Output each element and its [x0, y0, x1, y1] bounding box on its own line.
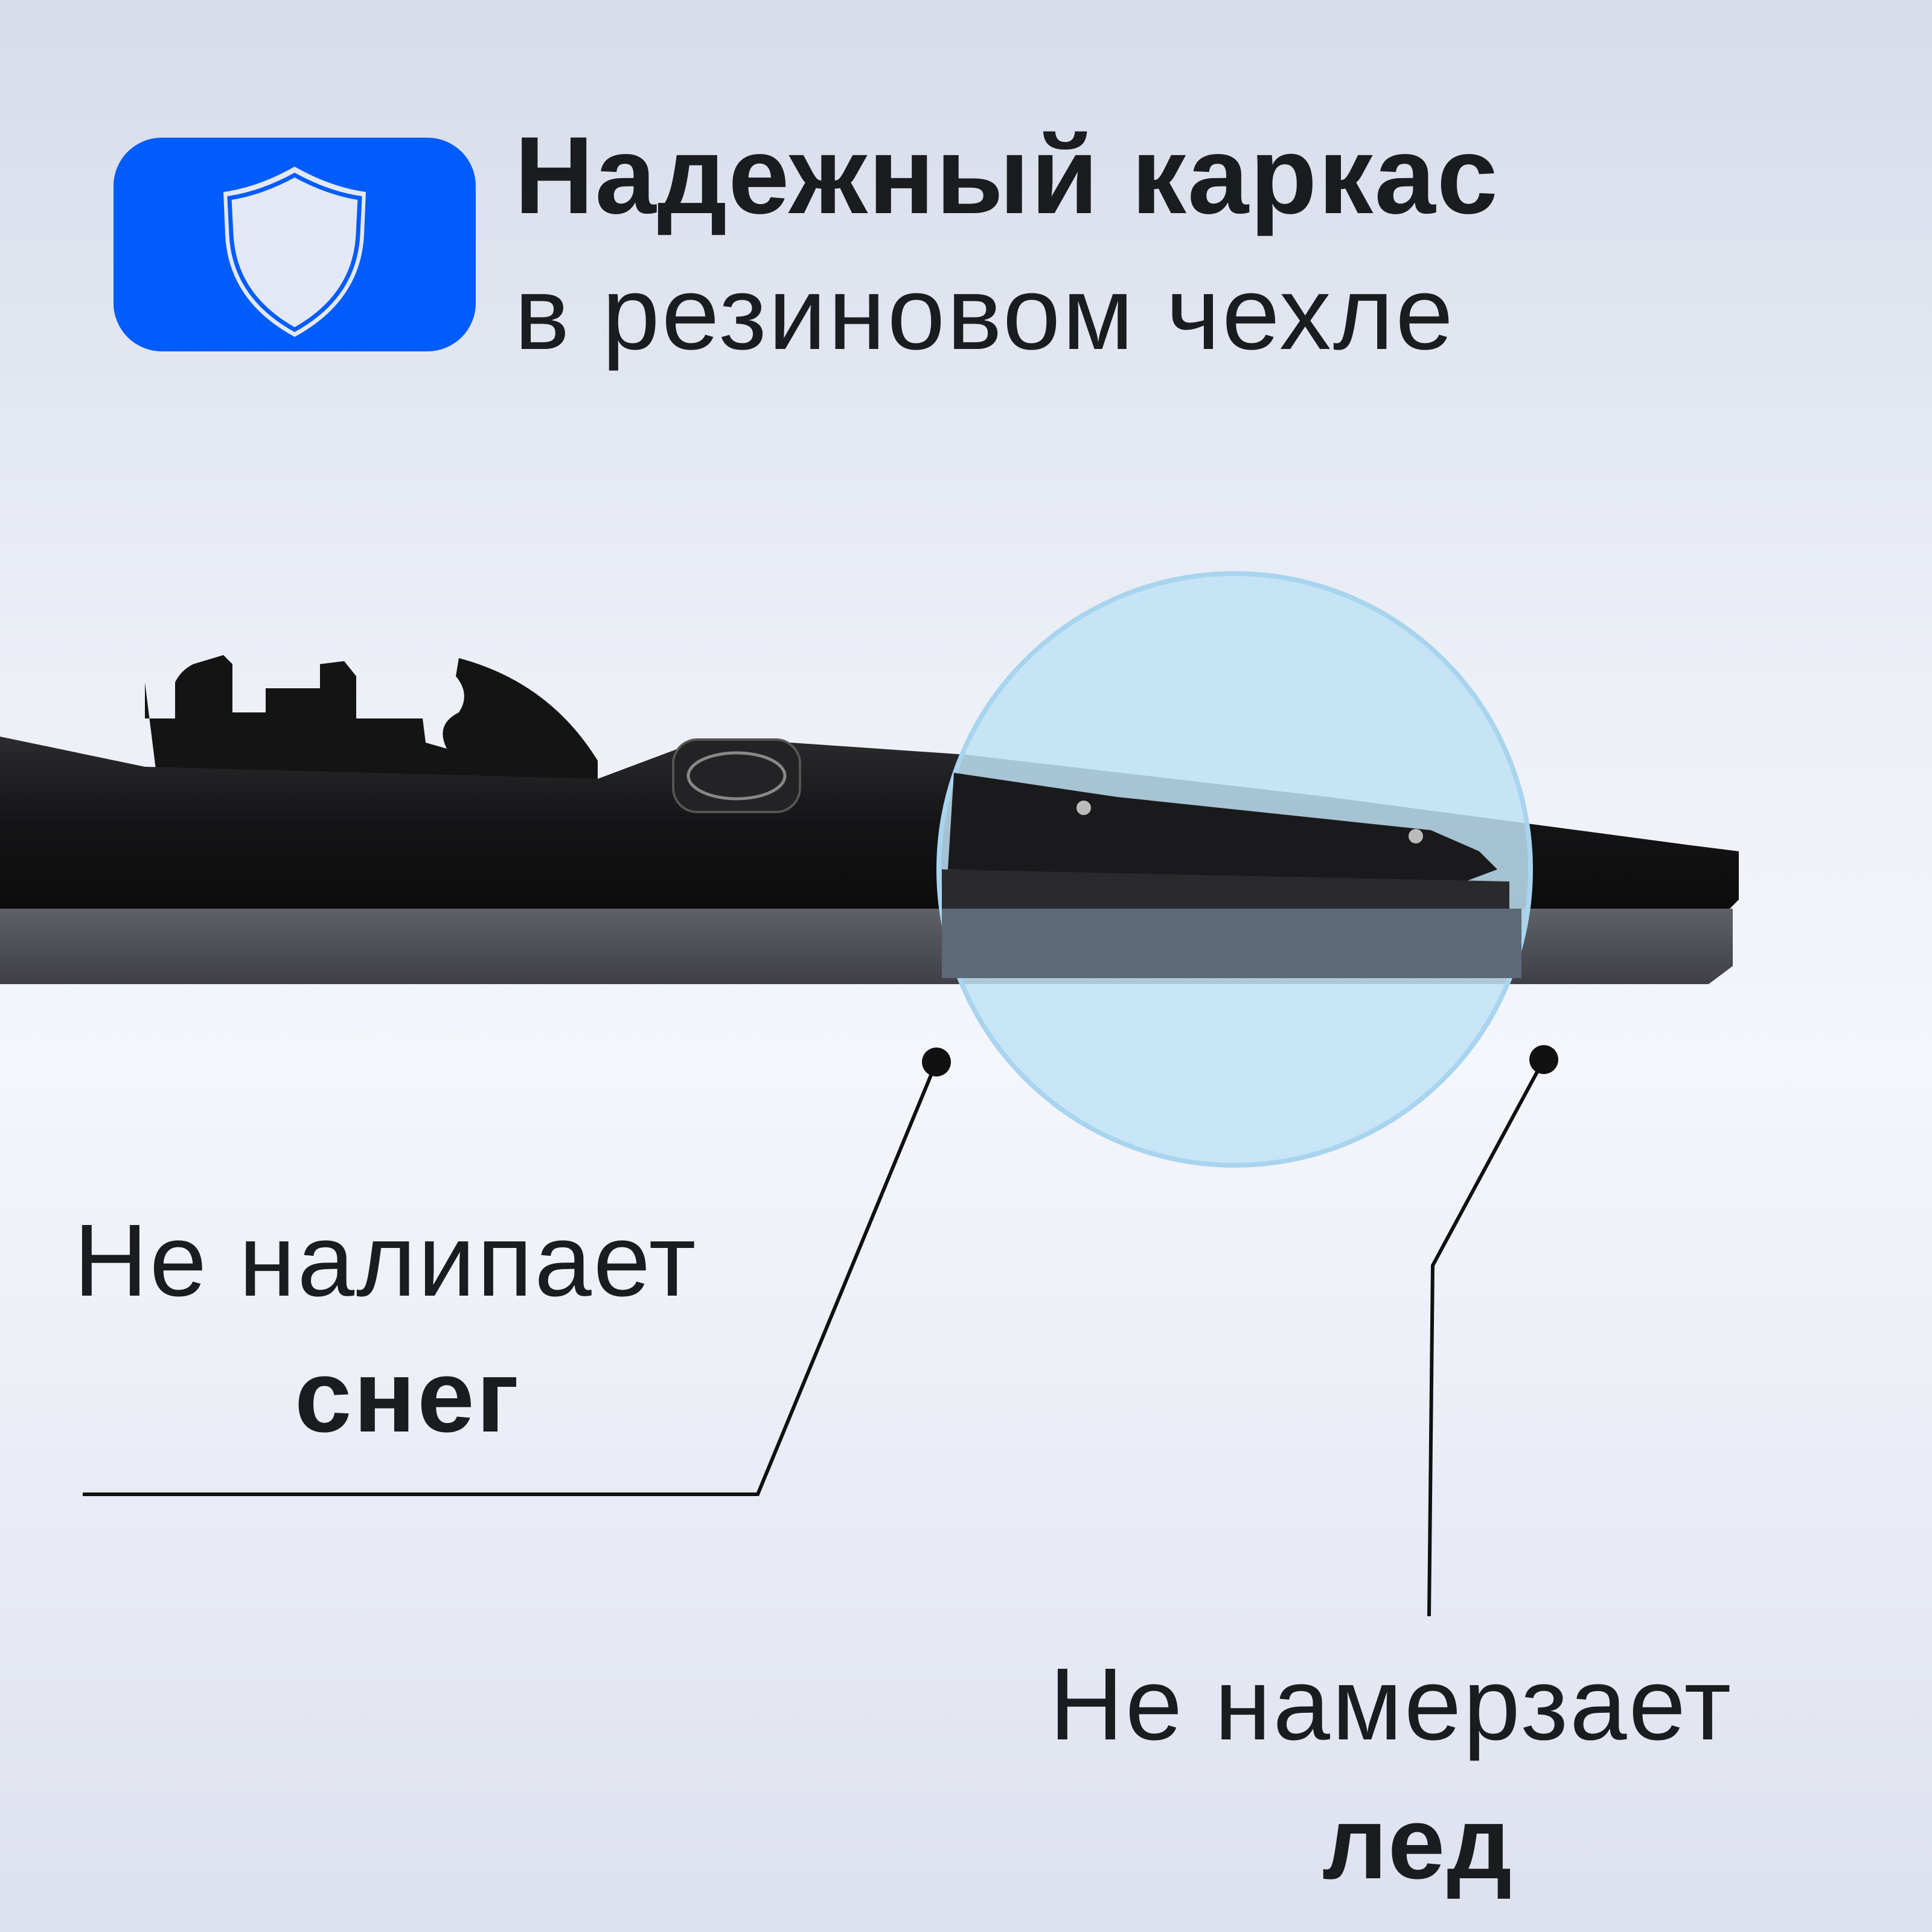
callout-line-ice	[1427, 1058, 1546, 1617]
callout-line-snow	[83, 1061, 938, 1496]
shield-badge	[114, 138, 476, 351]
headline-title: Надежный каркас	[514, 114, 1499, 237]
wiper-adapter	[145, 655, 598, 779]
elco-logo	[672, 738, 801, 813]
callout-ice-line2: лед	[1322, 1786, 1514, 1901]
callout-dot-ice	[1529, 1045, 1558, 1074]
callout-snow-line1: Не налипает	[74, 1203, 698, 1318]
callout-ice-line1: Не намерзает	[1049, 1647, 1733, 1762]
callout-dot-snow	[922, 1048, 951, 1076]
shield-icon	[223, 167, 366, 337]
headline-subtitle: в резиновом чехле	[514, 255, 1455, 371]
callout-snow-line2: снег	[295, 1339, 521, 1454]
